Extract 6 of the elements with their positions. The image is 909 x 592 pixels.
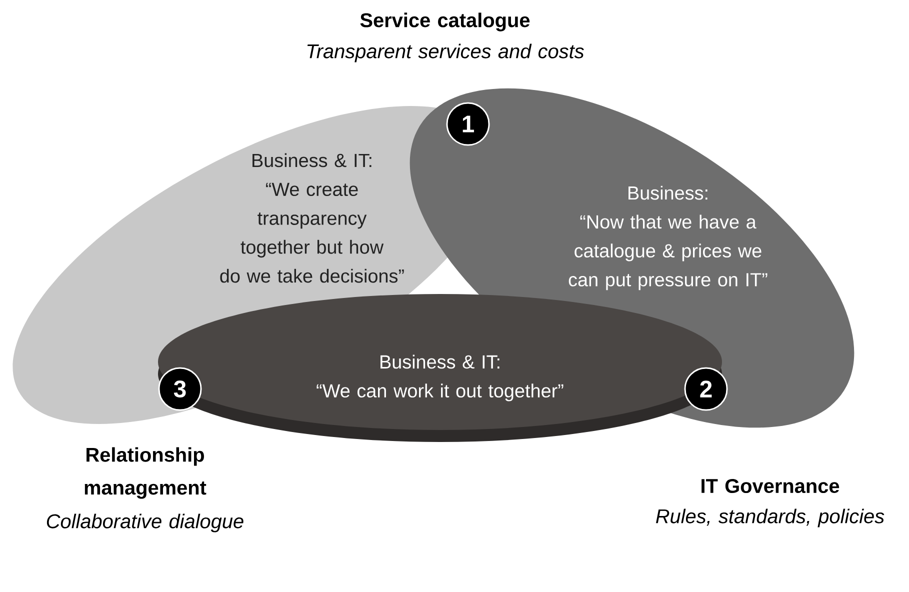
heading-text: Relationship management [84, 447, 206, 499]
heading-text: Rules, standards, policies [656, 508, 884, 528]
heading-text: IT Governance [702, 478, 840, 494]
heading-text: Service catalogue [360, 12, 530, 32]
heading-text: Transparent services and costs [307, 44, 584, 62]
heading-text: Collaborative dialogue [46, 514, 244, 532]
